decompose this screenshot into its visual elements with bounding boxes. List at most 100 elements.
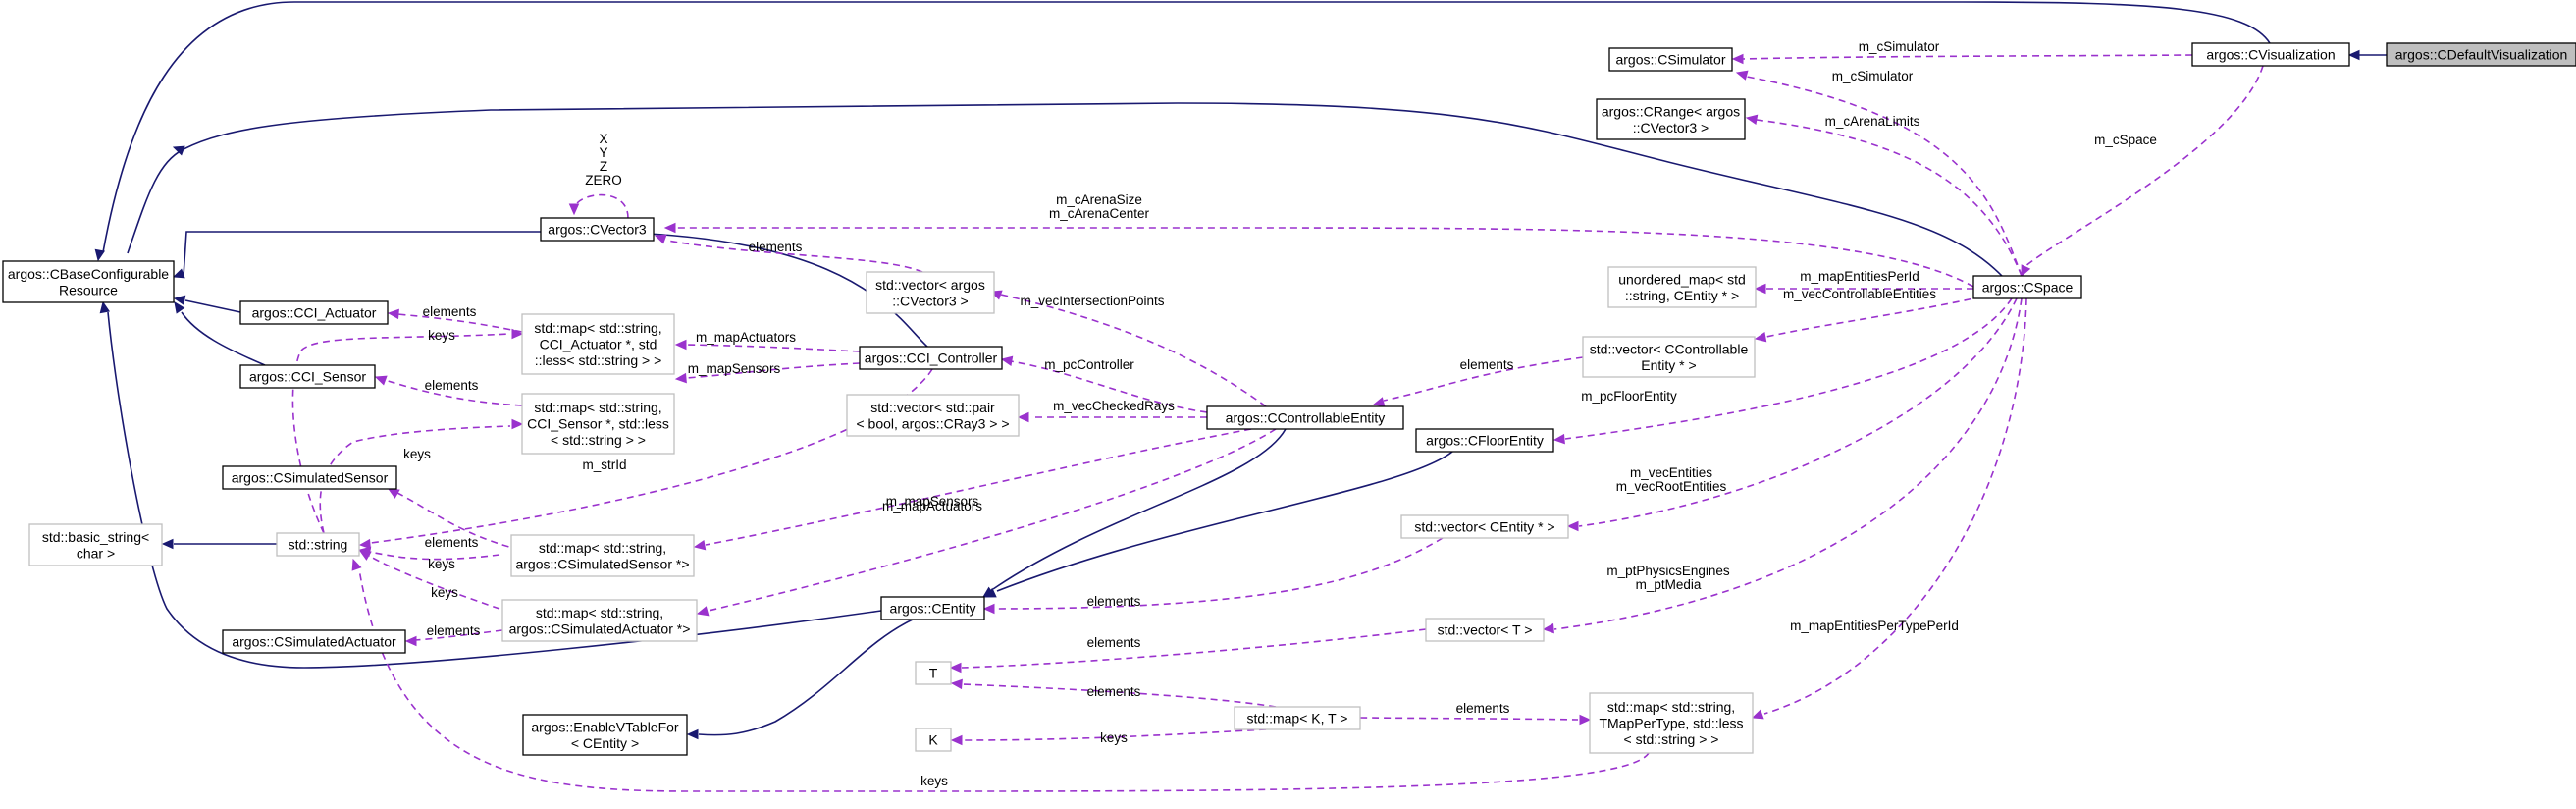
edge-label: m_cSimulator bbox=[1832, 69, 1914, 83]
node-cvector3[interactable]: argos::CVector3 bbox=[540, 217, 655, 242]
node-box bbox=[28, 523, 163, 566]
edge-label: elements bbox=[425, 378, 479, 393]
edge-label: elements bbox=[1087, 635, 1141, 650]
edge-arrowhead bbox=[2021, 264, 2031, 278]
node-box bbox=[1206, 405, 1404, 430]
node-label: std::vector< CControllable bbox=[1590, 341, 1749, 356]
node-cci-sensor[interactable]: argos::CCI_Sensor bbox=[239, 364, 376, 389]
edge-label: keys bbox=[428, 328, 455, 343]
edge-label: m_strId bbox=[582, 458, 626, 472]
edge-arrowhead bbox=[1017, 411, 1029, 423]
node-csimulatedsensor[interactable]: argos::CSimulatedSensor bbox=[222, 465, 397, 490]
edge-cci-controller-to-ccontrollableentity: m_pcController bbox=[1000, 355, 1208, 413]
edge-label: Z bbox=[600, 159, 607, 174]
edge-line bbox=[1383, 356, 1584, 402]
node-vector-centity[interactable]: std::vector< CEntity * > bbox=[1400, 514, 1569, 539]
edge-arrowhead bbox=[1754, 331, 1767, 343]
edge-arrowhead bbox=[404, 635, 417, 647]
node-map-simactuator[interactable]: std::map< std::string,argos::CSimulatedA… bbox=[501, 599, 698, 642]
edge-arrowhead bbox=[387, 488, 400, 499]
node-box bbox=[522, 714, 688, 756]
edge-std-string-to-map-tmappertype: keys bbox=[351, 558, 1650, 792]
node-cspace[interactable]: argos::CSpace bbox=[1972, 275, 2082, 299]
edge-label: ZERO bbox=[585, 173, 622, 188]
edge-arrowhead bbox=[1579, 714, 1592, 726]
node-label: std::basic_string< bbox=[42, 529, 149, 545]
edge-line bbox=[102, 1, 2271, 253]
node-cci-controller[interactable]: argos::CCI_Controller bbox=[859, 346, 1003, 370]
edge-line bbox=[962, 683, 1277, 708]
node-enablevtablefor[interactable]: argos::EnableVTableFor< CEntity > bbox=[522, 714, 688, 756]
node-box bbox=[1400, 514, 1569, 539]
node-cvisualization[interactable]: argos::CVisualization bbox=[2191, 42, 2350, 67]
edge-arrowhead bbox=[654, 234, 667, 244]
node-map-sensors[interactable]: std::map< std::string,CCI_Sensor *, std:… bbox=[521, 393, 675, 455]
edge-arrowhead bbox=[161, 538, 174, 550]
node-map-k-t[interactable]: std::map< K, T > bbox=[1234, 706, 1361, 730]
node-cci-actuator[interactable]: argos::CCI_Actuator bbox=[239, 300, 389, 325]
edge-vector-ccontrollable-to-cspace: m_vecControllableEntities bbox=[1754, 287, 1983, 343]
node-label: argos::CCI_Controller bbox=[865, 351, 998, 366]
node-map-simsensor[interactable]: std::map< std::string,argos::CSimulatedS… bbox=[510, 534, 695, 577]
node-vector-pair-cray3[interactable]: std::vector< std::pair< bool, argos::CRa… bbox=[846, 394, 1020, 437]
edge-cbaseconfigurableresource-to-cspace bbox=[127, 102, 2003, 277]
node-vector-cvector3[interactable]: std::vector< argos::CVector3 > bbox=[866, 271, 995, 314]
edge-line bbox=[384, 379, 523, 406]
node-label: std::map< K, T > bbox=[1247, 711, 1348, 727]
node-box bbox=[1608, 47, 1733, 72]
edge-arrowhead bbox=[1372, 397, 1386, 407]
edge-label: m_cSpace bbox=[2094, 133, 2157, 147]
node-label: argos::CSimulatedSensor *> bbox=[515, 556, 689, 571]
node-std-string[interactable]: std::string bbox=[276, 532, 360, 557]
edge-t-to-map-k-t: elements bbox=[950, 678, 1277, 708]
node-cfloorentity[interactable]: argos::CFloorEntity bbox=[1415, 428, 1554, 453]
node-csimulatedactuator[interactable]: argos::CSimulatedActuator bbox=[222, 629, 406, 654]
edge-label: m_ptPhysicsEngines bbox=[1606, 564, 1730, 578]
edge-line bbox=[996, 451, 1453, 592]
node-label: std::map< std::string, bbox=[534, 320, 661, 336]
edge-line bbox=[368, 551, 500, 561]
node-ccontrollableentity[interactable]: argos::CControllableEntity bbox=[1206, 405, 1404, 430]
node-csimulator[interactable]: argos::CSimulator bbox=[1608, 47, 1733, 72]
edge-cspace-to-cvisualization: m_cSpace bbox=[2021, 65, 2264, 278]
node-box bbox=[222, 465, 397, 490]
edge-label: keys bbox=[431, 585, 458, 600]
edge-arrowhead bbox=[1566, 520, 1579, 532]
node-basic-string[interactable]: std::basic_string<char > bbox=[28, 523, 163, 566]
node-box bbox=[1972, 275, 2082, 299]
node-box bbox=[1425, 618, 1545, 642]
edge-arrowhead bbox=[172, 268, 185, 279]
node-k[interactable]: K bbox=[915, 728, 952, 752]
node-cdefaultvisualization[interactable]: argos::CDefaultVisualization bbox=[2386, 42, 2576, 67]
node-vector-ccontrollable[interactable]: std::vector< CControllableEntity * > bbox=[1582, 336, 1756, 378]
edge-line bbox=[2024, 65, 2264, 268]
edge-line bbox=[319, 425, 511, 534]
node-label: std::vector< T > bbox=[1438, 622, 1533, 638]
node-label: argos::CCI_Actuator bbox=[252, 305, 377, 321]
node-box bbox=[915, 661, 952, 685]
edge-label: m_pcController bbox=[1044, 357, 1134, 372]
node-label: argos::CCI_Sensor bbox=[249, 369, 366, 385]
node-label: argos::CSimulatedActuator *> bbox=[509, 620, 691, 636]
node-centity[interactable]: argos::CEntity bbox=[880, 596, 985, 620]
edge-line bbox=[184, 299, 241, 313]
edge-line bbox=[573, 193, 629, 219]
node-box bbox=[222, 629, 406, 654]
node-box bbox=[239, 300, 389, 325]
edge-std-string-to-map-simsensor: keys bbox=[358, 546, 500, 571]
edge-label: m_mapActuators bbox=[882, 499, 982, 513]
edge-arrowhead bbox=[172, 145, 185, 156]
edge-basic-string-to-std-string bbox=[161, 538, 277, 550]
node-map-actuators[interactable]: std::map< std::string,CCI_Actuator *, st… bbox=[521, 313, 675, 375]
node-t[interactable]: T bbox=[915, 661, 952, 685]
node-map-tmappertype[interactable]: std::map< std::string,TMapPerType, std::… bbox=[1589, 692, 1754, 754]
edge-arrowhead bbox=[950, 678, 963, 690]
edge-arrowhead bbox=[358, 538, 371, 550]
node-unordered-map[interactable]: unordered_map< std::string, CEntity * > bbox=[1607, 266, 1757, 308]
edge-arrowhead bbox=[696, 606, 710, 617]
node-vector-t[interactable]: std::vector< T > bbox=[1425, 618, 1545, 642]
node-crange-cvector3[interactable]: argos::CRange< argos::CVector3 > bbox=[1596, 98, 1746, 140]
